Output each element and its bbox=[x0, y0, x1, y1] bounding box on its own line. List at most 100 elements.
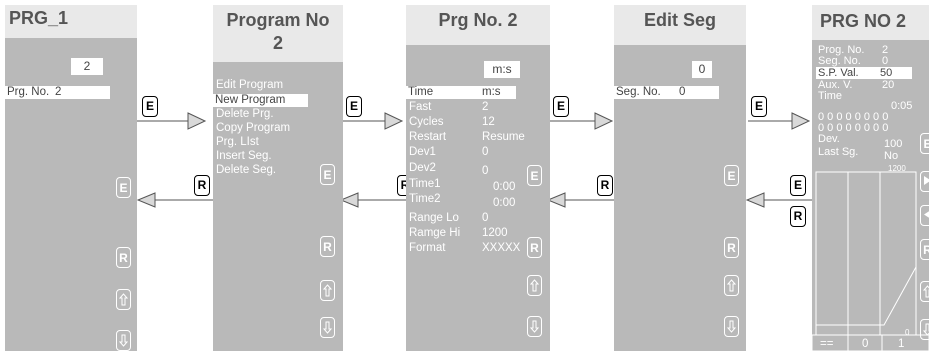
enter-button-5[interactable]: E bbox=[790, 175, 806, 196]
panel5-play-icon[interactable] bbox=[920, 171, 929, 192]
panel1-enter-button[interactable]: E bbox=[116, 177, 131, 198]
run-aux-v-label: Aux. V. bbox=[818, 79, 853, 91]
panel4-return-button[interactable]: R bbox=[724, 237, 739, 258]
arrow-left-4 bbox=[745, 192, 814, 208]
run-sp-val-value: 50 bbox=[880, 67, 893, 79]
panel3-down-arrow-icon[interactable] bbox=[527, 316, 542, 337]
panel-prg-no-2-run: PRG NO 2 Prog. No. 2 Seg. No. 0 S.P. Val… bbox=[812, 5, 929, 351]
param-time-label: Time bbox=[408, 86, 434, 98]
param-time2-value[interactable]: 0:00 bbox=[493, 197, 516, 209]
menu-prg-list[interactable]: Prg. LIst bbox=[216, 136, 259, 148]
panel4-enter-button[interactable]: E bbox=[724, 165, 739, 186]
panel4-down-arrow-icon[interactable] bbox=[724, 316, 739, 337]
run-aux-v-value: 20 bbox=[882, 79, 895, 91]
arrow-right-3 bbox=[550, 112, 614, 130]
segment-number-box[interactable]: 0 bbox=[692, 61, 712, 78]
panel-edit-seg: Edit Seg 0 Seg. No. 0 E R bbox=[614, 5, 746, 351]
panel-prg-no-2: Prg No. 2 m:s Time m:s Fast 2 Cycles 12 … bbox=[406, 5, 550, 351]
panel5-enter-button[interactable]: E bbox=[920, 133, 929, 154]
panel1-down-arrow-icon[interactable] bbox=[116, 330, 131, 351]
panel1-return-button[interactable]: R bbox=[116, 247, 131, 268]
param-row-time[interactable]: Time m:s bbox=[406, 86, 516, 99]
panel1-up-arrow-icon[interactable] bbox=[116, 289, 131, 310]
seg-no-value: 0 bbox=[679, 86, 686, 98]
return-button-4[interactable]: R bbox=[790, 206, 806, 227]
param-restart-value[interactable]: Resume bbox=[482, 131, 525, 143]
prg-no-label: Prg. No. bbox=[7, 86, 50, 98]
param-time1-value[interactable]: 0:00 bbox=[493, 181, 516, 193]
menu-delete-prg[interactable]: Delete Prg. bbox=[216, 108, 274, 120]
panel-program-no-title: Program No 2 bbox=[213, 5, 343, 62]
program-number-box[interactable]: 2 bbox=[71, 58, 103, 75]
panel3-enter-button[interactable]: E bbox=[527, 165, 542, 186]
menu-copy-program[interactable]: Copy Program bbox=[216, 122, 291, 134]
param-dev2-label: Dev2 bbox=[409, 162, 436, 174]
enter-button-3[interactable]: E bbox=[553, 96, 569, 117]
run-dev-label: Dev. bbox=[818, 133, 840, 145]
seg-no-label: Seg. No. bbox=[616, 86, 661, 98]
param-cycles-label: Cycles bbox=[409, 116, 444, 128]
return-button-3[interactable]: R bbox=[597, 175, 613, 196]
panel5-up-arrow-icon[interactable] bbox=[920, 281, 929, 302]
param-format-value[interactable]: XXXXX bbox=[482, 242, 521, 254]
menu-new-program[interactable]: New Program bbox=[213, 94, 308, 107]
run-sp-val-row[interactable]: S.P. Val. 50 bbox=[816, 67, 912, 79]
panel-prg-no-2-title: Prg No. 2 bbox=[406, 5, 550, 45]
return-button-1[interactable]: R bbox=[194, 175, 210, 196]
run-time-value: 0:05 bbox=[891, 100, 913, 112]
enter-button-4[interactable]: E bbox=[751, 96, 767, 117]
menu-delete-seg[interactable]: Delete Seg. bbox=[216, 164, 277, 176]
graph-bottom-label: 0 bbox=[905, 328, 910, 337]
panel-prg-no-2-run-title: PRG NO 2 bbox=[812, 5, 929, 40]
param-time1-label: Time1 bbox=[409, 178, 441, 190]
run-digits-row-2: 0 0 0 0 0 0 0 0 bbox=[818, 122, 889, 134]
seg-no-row[interactable]: Seg. No. 0 bbox=[614, 86, 719, 99]
param-dev1-label: Dev1 bbox=[409, 146, 436, 158]
param-range-lo-value[interactable]: 0 bbox=[482, 212, 489, 224]
panel3-return-button[interactable]: R bbox=[527, 237, 542, 258]
footer-cell-2: 0 bbox=[862, 338, 869, 350]
panel5-down-arrow-icon[interactable] bbox=[920, 319, 929, 340]
footer-cell-3: 1 bbox=[898, 338, 905, 350]
run-digits-row-1: 0 0 0 0 0 0 0 0 bbox=[818, 111, 889, 123]
panel5-r-button[interactable]: R bbox=[920, 239, 929, 260]
param-dev2-value[interactable]: 0 bbox=[482, 165, 489, 177]
param-dev1-value[interactable]: 0 bbox=[482, 146, 489, 158]
enter-button-1[interactable]: E bbox=[142, 96, 158, 117]
param-format-label: Format bbox=[409, 242, 446, 254]
param-cycles-value[interactable]: 12 bbox=[482, 116, 495, 128]
menu-edit-program[interactable]: Edit Program bbox=[216, 79, 284, 91]
run-last-sg-label: Last Sg. bbox=[818, 146, 859, 158]
panel-edit-seg-title: Edit Seg bbox=[614, 5, 746, 45]
menu-insert-seg[interactable]: Insert Seg. bbox=[216, 150, 272, 162]
arrow-left-2 bbox=[339, 192, 412, 208]
program-no-title-line2: 2 bbox=[272, 33, 283, 53]
panel4-up-arrow-icon[interactable] bbox=[724, 275, 739, 296]
panel2-enter-button[interactable]: E bbox=[320, 164, 335, 185]
panel5-back-icon[interactable] bbox=[920, 205, 929, 226]
arrow-left-1 bbox=[136, 192, 213, 208]
arrow-left-3 bbox=[546, 192, 614, 208]
panel2-return-button[interactable]: R bbox=[320, 236, 335, 257]
profile-graph bbox=[812, 171, 929, 351]
arrow-right-4 bbox=[748, 112, 811, 130]
panel-prg-1-title: PRG_1 bbox=[5, 5, 137, 38]
enter-button-2[interactable]: E bbox=[346, 96, 362, 117]
param-range-lo-label: Range Lo bbox=[409, 212, 459, 224]
run-seg-no-label: Seg. No. bbox=[818, 55, 861, 67]
param-range-hi-value[interactable]: 1200 bbox=[482, 227, 508, 239]
param-fast-label: Fast bbox=[409, 101, 432, 113]
time-unit-box[interactable]: m:s bbox=[484, 61, 520, 78]
panel2-down-arrow-icon[interactable] bbox=[320, 317, 335, 338]
prg-no-value: 2 bbox=[55, 86, 62, 98]
run-dev-value: 100 bbox=[884, 138, 903, 150]
param-restart-label: Restart bbox=[409, 131, 447, 143]
panel2-up-arrow-icon[interactable] bbox=[320, 280, 335, 301]
panel-prg-1: PRG_1 2 Prg. No. 2 E R bbox=[5, 5, 137, 351]
run-last-sg-value: No bbox=[884, 150, 899, 162]
prg-no-row[interactable]: Prg. No. 2 bbox=[5, 86, 110, 99]
param-fast-value[interactable]: 2 bbox=[482, 101, 489, 113]
program-no-title-line1: Program No bbox=[226, 10, 330, 30]
param-time2-label: Time2 bbox=[409, 193, 441, 205]
panel3-up-arrow-icon[interactable] bbox=[527, 275, 542, 296]
